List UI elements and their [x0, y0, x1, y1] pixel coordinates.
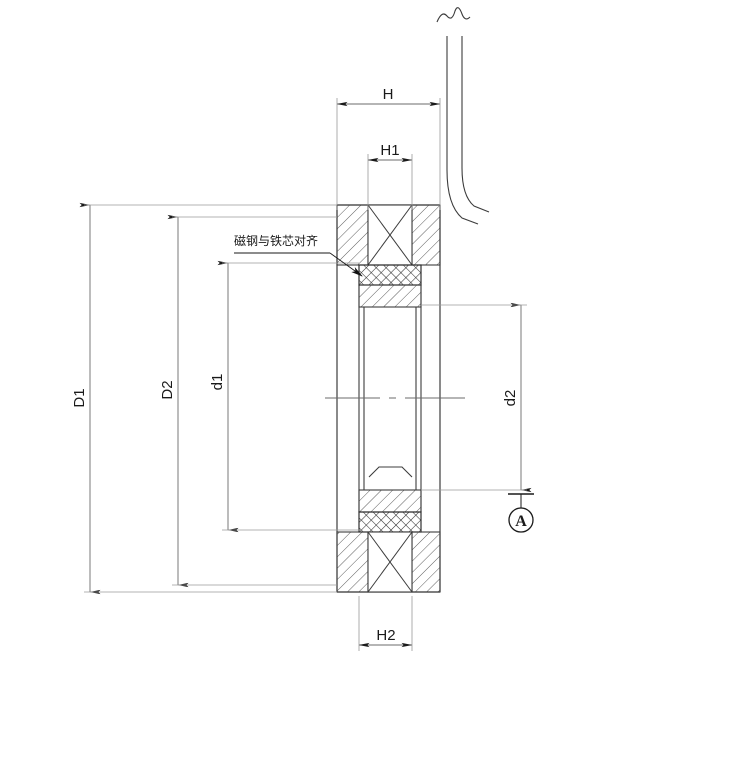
core-hatch-left-top [336, 204, 369, 266]
dimension-label-d2: d2 [502, 390, 519, 407]
core-hatch-right-top [411, 204, 441, 266]
dimension-label-d1: d1 [209, 374, 226, 391]
magnet-crosshatch-bottom [358, 511, 422, 533]
dimension-H: H [336, 86, 441, 210]
dimension-label-D2: D2 [159, 380, 176, 399]
dimension-label-D1: D1 [71, 388, 88, 407]
dimension-H1: H1 [367, 142, 413, 210]
dimension-label-H1: H1 [380, 142, 399, 159]
core-hatch-left-bottom [336, 531, 369, 593]
bottom-iron-core-section [336, 531, 441, 593]
datum-feature-A: A [508, 493, 534, 533]
dimension-H2: H2 [358, 596, 413, 651]
dimension-D2: D2 [159, 214, 337, 588]
top-iron-core-section [336, 204, 441, 266]
datum-circle [508, 507, 534, 533]
chamfer-lines-bottom [368, 466, 413, 478]
note-magnet-alignment: 磁钢与铁芯对齐 [234, 233, 363, 277]
dimension-label-H: H [383, 86, 394, 103]
bottom-magnet-band [358, 489, 422, 533]
core-ring-top [358, 284, 422, 308]
datum-label-A: A [515, 513, 527, 530]
note-leader-line [329, 252, 363, 277]
wavy-break-icon [436, 7, 471, 23]
core-ring-bottom [358, 489, 422, 513]
dimension-label-H2: H2 [376, 627, 395, 644]
magnet-crosshatch-top [358, 264, 422, 286]
top-magnet-band [358, 264, 422, 308]
core-hatch-right-bottom [411, 531, 441, 593]
lead-wire-cable [436, 7, 490, 225]
note-text-magnet-alignment: 磁钢与铁芯对齐 [234, 233, 318, 248]
dimension-d2: d2 [421, 302, 532, 493]
dimension-d1: d1 [209, 260, 359, 533]
dimension-D1: D1 [71, 202, 337, 595]
